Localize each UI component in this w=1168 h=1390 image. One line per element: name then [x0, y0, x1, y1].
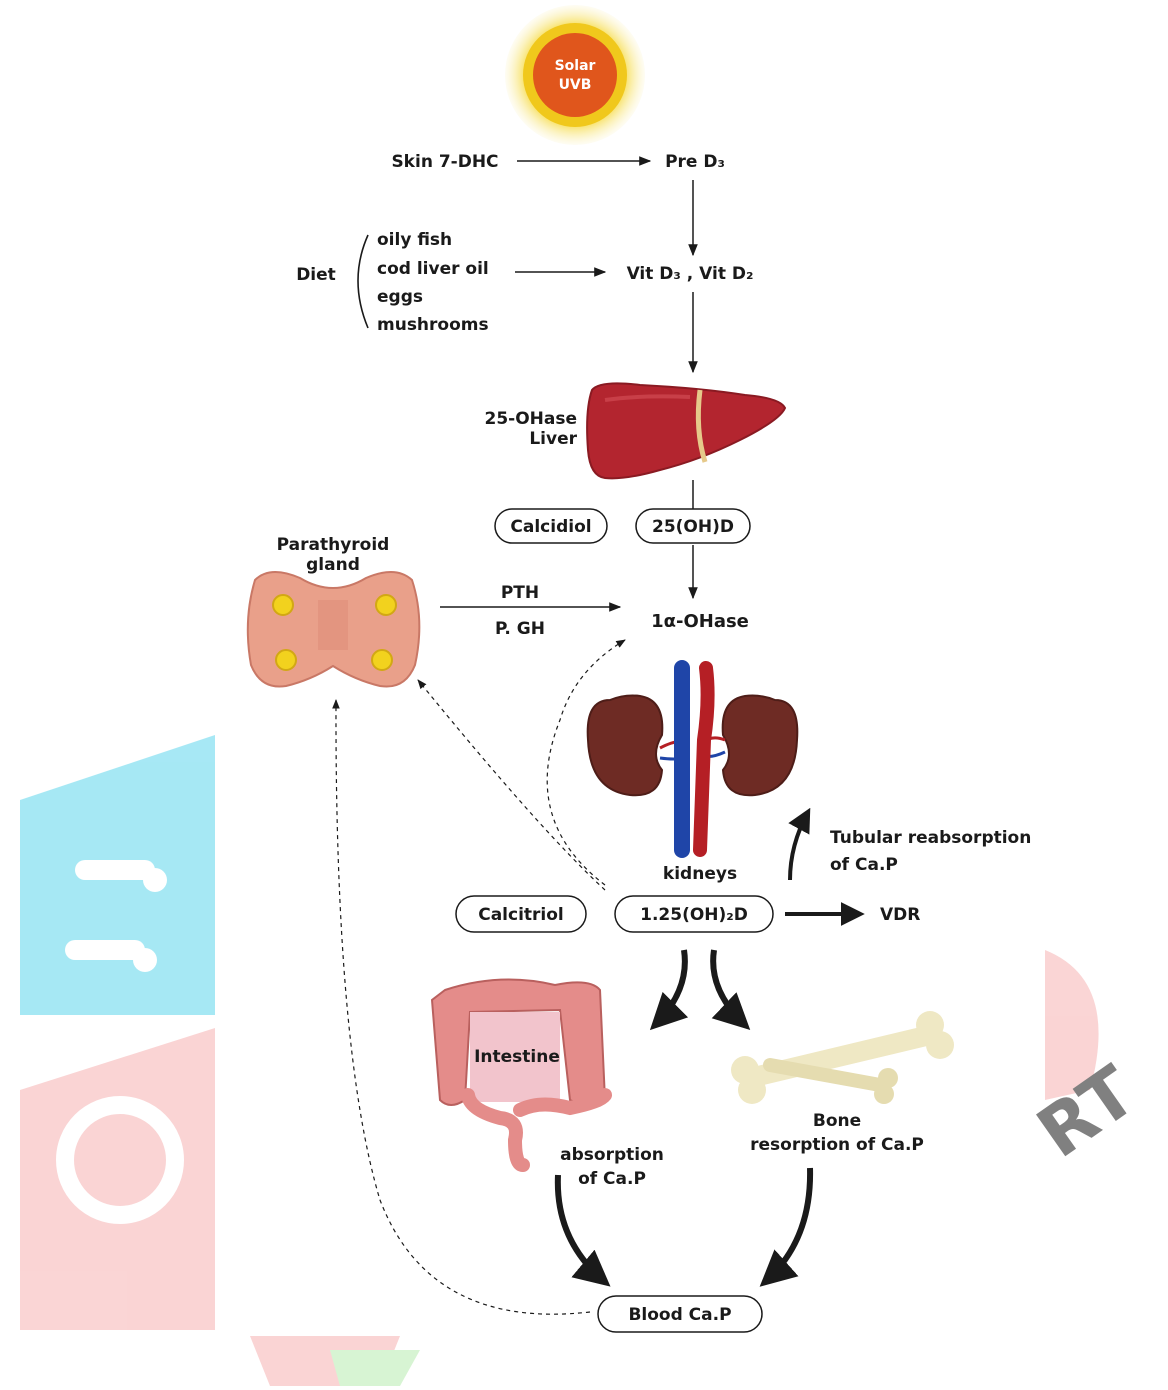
- watermark-pink-shape: [20, 1028, 215, 1330]
- 1a-ohase-label: 1α-OHase: [651, 611, 749, 632]
- liver-illustration: [587, 383, 785, 478]
- 25ohd-label: 25(OH)D: [652, 517, 734, 537]
- sun-label-line2: UVB: [559, 77, 592, 93]
- diet-item-cod-liver-oil: cod liver oil: [377, 259, 489, 279]
- diet-bracket: [358, 235, 368, 328]
- intestine-illustration: [432, 980, 605, 1165]
- parathyroid-illustration: [248, 572, 420, 687]
- calcitriol-to-intestine-arrow: [655, 950, 685, 1025]
- tubular-reabsorption-arrow: [790, 812, 808, 880]
- bone-label-line2: resorption of Ca.P: [750, 1135, 924, 1155]
- diet-item-eggs: eggs: [377, 287, 423, 307]
- intestine-to-blood-arrow: [558, 1175, 605, 1282]
- bone-to-blood-arrow: [765, 1168, 810, 1282]
- bone-illustration: [731, 1011, 954, 1104]
- diet-item-oily-fish: oily fish: [377, 230, 452, 250]
- watermark-letters: RT: [1023, 1050, 1151, 1174]
- calcidiol-label: Calcidiol: [510, 517, 591, 537]
- intestine-label: Intestine: [474, 1047, 560, 1067]
- skin-7dhc-label: Skin 7-DHC: [391, 152, 498, 172]
- tubular-label-line2: of Ca.P: [830, 855, 898, 875]
- vit-d3-d2-label: Vit D₃ , Vit D₂: [627, 264, 754, 284]
- absorption-label-line2: of Ca.P: [578, 1169, 646, 1189]
- liver-organ-label: Liver: [529, 429, 577, 449]
- pth-label: PTH: [501, 583, 539, 603]
- absorption-label-line1: absorption: [560, 1145, 664, 1165]
- calcitriol-label: Calcitriol: [478, 905, 564, 925]
- bone-label-line1: Bone: [813, 1111, 861, 1131]
- feedback-to-parathyroid-arrow: [418, 680, 605, 890]
- sun-label-line1: Solar: [555, 58, 596, 74]
- diet-item-mushrooms: mushrooms: [377, 315, 489, 335]
- blood-cap-label: Blood Ca.P: [628, 1305, 731, 1325]
- tubular-label-line1: Tubular reabsorption: [830, 828, 1031, 848]
- kidneys-label: kidneys: [663, 864, 737, 884]
- sun-core: [533, 33, 617, 117]
- parathyroid-label-line2: gland: [306, 555, 360, 575]
- liver-enzyme-label: 25-OHase: [484, 409, 577, 429]
- calcitriol-to-bone-arrow: [713, 950, 745, 1025]
- 125ohd-label: 1.25(OH)₂D: [640, 905, 748, 925]
- parathyroid-label-line1: Parathyroid: [277, 535, 390, 555]
- pgh-label: P. GH: [495, 619, 545, 639]
- diet-label: Diet: [296, 265, 336, 285]
- solar-uvb-sun: Solar UVB: [505, 5, 645, 145]
- pre-d3-label: Pre D₃: [665, 152, 725, 172]
- vdr-label: VDR: [880, 905, 920, 925]
- kidneys-illustration: [588, 668, 798, 850]
